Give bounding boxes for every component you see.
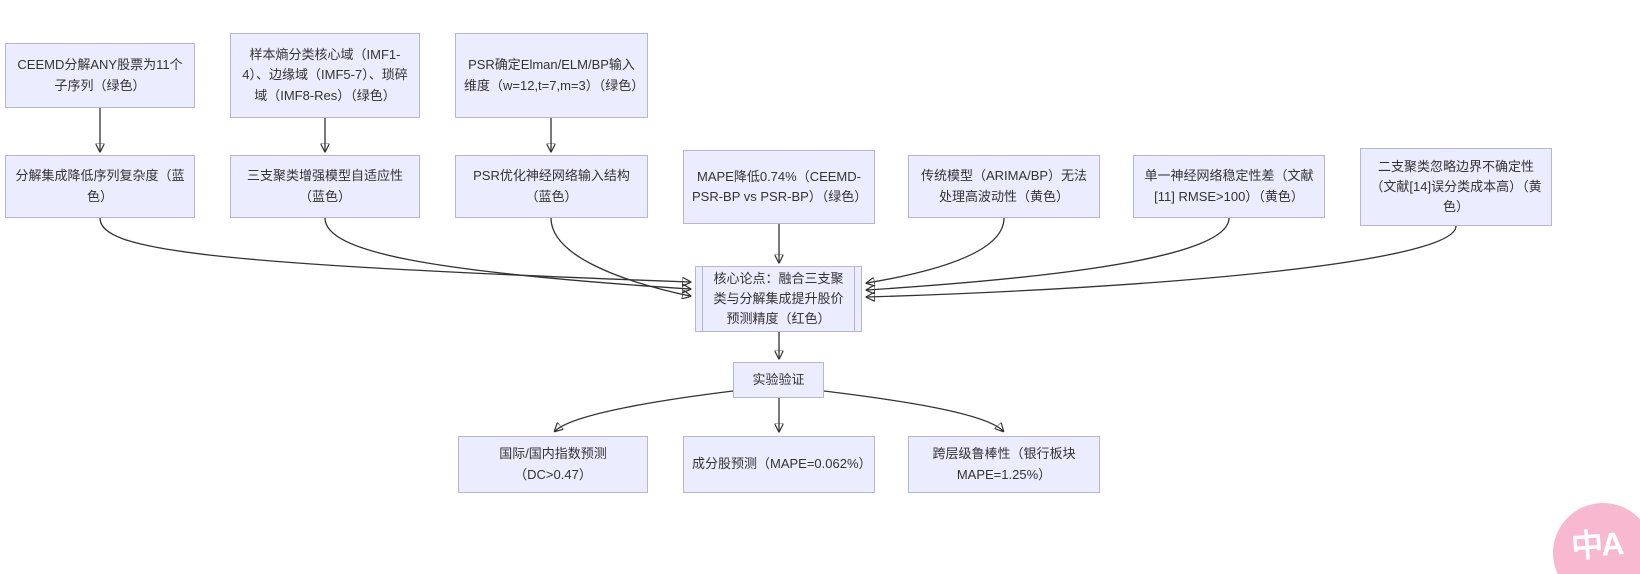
edge-single-nn-to-core xyxy=(867,217,1230,290)
node-label: 传统模型（ARIMA/BP）无法处理高波动性（黄色） xyxy=(920,168,1088,204)
node-mape-drop: MAPE降低0.74%（CEEMD-PSR-BP vs PSR-BP）（绿色） xyxy=(683,150,875,224)
node-component-pred: 成分股预测（MAPE=0.062%） xyxy=(683,436,875,493)
node-three-way: 三支聚类增强模型自适应性（蓝色） xyxy=(230,155,420,218)
node-core: 核心论点：融合三支聚类与分解集成提升股价预测精度（红色） xyxy=(695,266,862,332)
node-two-way: 二支聚类忽略边界不确定性（文献[14]误分类成本高）（黄色） xyxy=(1360,148,1552,226)
node-label: MAPE降低0.74%（CEEMD-PSR-BP vs PSR-BP）（绿色） xyxy=(692,168,868,204)
edge-psr-opt-to-core xyxy=(550,217,690,296)
edge-experiment-to-index-pred xyxy=(555,390,734,431)
subroutine-border-line xyxy=(702,267,703,331)
node-label: 成分股预测（MAPE=0.062%） xyxy=(692,456,872,472)
edge-three-way-to-core xyxy=(324,217,690,289)
subroutine-border-line xyxy=(854,267,855,331)
node-entropy: 样本熵分类核心域（IMF1-4）、边缘域（IMF5-7）、琐碎域（IMF8-Re… xyxy=(230,33,420,118)
translate-badge[interactable]: 中A xyxy=(1553,503,1640,574)
node-label: PSR优化神经网络输入结构（蓝色） xyxy=(473,168,630,204)
node-label: PSR确定Elman/ELM/BP输入维度（w=12,t=7,m=3）（绿色） xyxy=(464,57,645,93)
node-single-nn: 单一神经网络稳定性差（文献[11] RMSE>100）（黄色） xyxy=(1133,155,1325,218)
node-label: 单一神经网络稳定性差（文献[11] RMSE>100）（黄色） xyxy=(1144,168,1314,204)
edge-decompose-to-core xyxy=(99,217,690,282)
translate-icon: 中A xyxy=(1570,525,1624,565)
node-label: 三支聚类增强模型自适应性（蓝色） xyxy=(246,168,403,204)
node-ceemd: CEEMD分解ANY股票为11个子序列（绿色） xyxy=(5,43,195,108)
node-label: 样本熵分类核心域（IMF1-4）、边缘域（IMF5-7）、琐碎域（IMF8-Re… xyxy=(242,47,408,103)
node-psr-dim: PSR确定Elman/ELM/BP输入维度（w=12,t=7,m=3）（绿色） xyxy=(455,33,648,118)
node-label: 实验验证 xyxy=(752,371,805,387)
node-experiment: 实验验证 xyxy=(733,362,824,398)
node-label: 二支聚类忽略边界不确定性（文献[14]误分类成本高）（黄色） xyxy=(1370,158,1542,215)
node-label: 国际/国内指数预测（DC>0.47） xyxy=(499,446,607,482)
node-label: 跨层级鲁棒性（银行板块 MAPE=1.25%） xyxy=(932,446,1076,482)
node-traditional: 传统模型（ARIMA/BP）无法处理高波动性（黄色） xyxy=(908,155,1100,218)
node-label: 核心论点：融合三支聚类与分解集成提升股价预测精度（红色） xyxy=(713,270,844,327)
node-psr-opt: PSR优化神经网络输入结构（蓝色） xyxy=(455,155,648,218)
edge-experiment-to-robustness xyxy=(823,390,1003,431)
node-robustness: 跨层级鲁棒性（银行板块 MAPE=1.25%） xyxy=(908,436,1100,493)
node-index-pred: 国际/国内指数预测（DC>0.47） xyxy=(458,436,648,493)
node-label: CEEMD分解ANY股票为11个子序列（绿色） xyxy=(17,57,183,93)
edge-traditional-to-core xyxy=(867,217,1005,283)
node-label: 分解集成降低序列复杂度（蓝色） xyxy=(15,168,185,204)
node-decompose: 分解集成降低序列复杂度（蓝色） xyxy=(5,155,195,218)
edge-two-way-to-core xyxy=(867,225,1457,297)
